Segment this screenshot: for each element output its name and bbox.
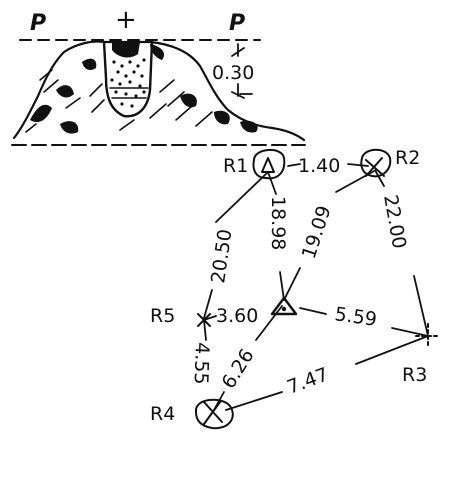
line-r5-r4 [203,319,207,341]
distance-r4-r3: 7.47 [284,364,331,399]
line-r1-r2 [347,163,369,167]
station-r4: R4 [150,398,234,430]
distance-r2-r3: 22.00 [379,193,410,250]
mound-patch [60,121,79,134]
distance-r5-r4: 4.55 [190,342,213,385]
pit-cap [112,42,140,58]
station-r4-label: R4 [150,403,175,425]
station-r2: R2 [360,147,420,178]
line-r4-r3 [225,391,283,411]
station-r1-circle [252,149,286,180]
distance-tri-r3: 5.59 [333,303,378,331]
station-r1-triangle [261,157,275,173]
station-r1-label: R1 [223,155,248,177]
line-tri-r3 [299,307,327,315]
survey-network: R1 R2 R3 R4 R5 [150,147,441,430]
mound-patch [214,110,230,125]
line-r4-r3 [355,335,429,365]
pit-stipple [110,58,146,108]
mound-patch [82,58,97,70]
station-r4-circle [195,398,234,430]
cross-section: P P + [11,5,306,146]
station-r5-label: R5 [150,305,175,327]
distance-r5-r1: 20.50 [207,228,236,285]
distance-r1-r2: 1.40 [298,155,340,177]
depth-dimension [231,43,253,99]
line-r1-tri [279,271,285,301]
section-center-marker: + [115,5,137,35]
section-marker-right: P [229,11,245,36]
mound-hatching [25,69,213,133]
mound-patch [180,93,197,108]
mound-patch [56,85,74,98]
station-r5-cross [197,313,211,327]
center-triangle [270,296,298,316]
depth-label: 0.30 [212,62,254,84]
mound-patch [30,104,52,123]
line-r1-tri [267,171,277,195]
line-r5-r1 [203,289,213,319]
mound-patch [150,44,165,60]
center-dot [281,306,287,312]
line-tri-r2 [335,169,377,193]
station-r1: R1 [223,149,286,180]
pit-outline [102,40,154,118]
distance-r1-down: 18.98 [267,196,289,250]
distance-r5-tri: 3.60 [216,305,258,327]
station-r2-label: R2 [395,147,420,169]
line-tri-r3 [391,327,429,337]
line-r4-tri [255,305,283,341]
mound-patch [240,120,258,133]
line-r1-r2 [287,163,301,167]
station-r2-circle [360,148,392,178]
mound-outline [12,40,306,142]
line-r5-r1 [215,171,269,223]
station-r5: R5 [150,305,211,327]
station-r4-cross [203,401,223,425]
station-r3-marker [415,323,441,349]
line-r2-r3 [413,275,429,337]
distance-r4-tri: 6.26 [218,345,259,393]
pit-layers [109,87,149,99]
section-marker-left: P [30,11,46,36]
station-center [270,296,298,316]
line-r2-r3 [375,171,385,187]
station-r3: R3 [402,323,441,386]
station-r2-cross [365,157,385,177]
station-r3-label: R3 [402,364,427,386]
distance-tri-r2: 19.09 [298,203,336,262]
line-tri-r2 [283,267,301,301]
